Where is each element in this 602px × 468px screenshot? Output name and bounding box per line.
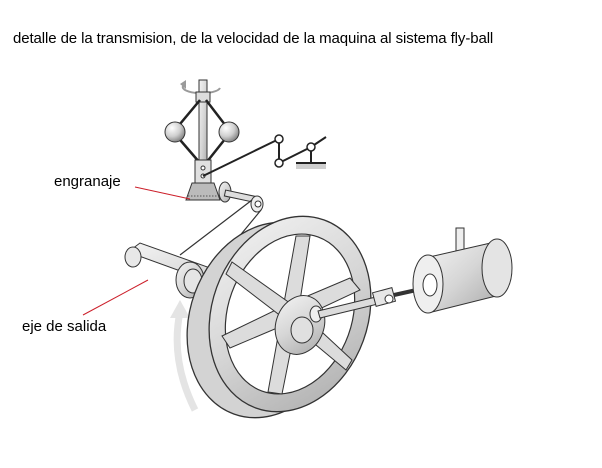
gear-leader-line xyxy=(134,186,191,200)
flyweight-ball-left xyxy=(164,121,186,143)
flyball-governor xyxy=(164,79,240,185)
flyweight-ball-right xyxy=(218,121,240,143)
steam-cylinder xyxy=(412,227,513,314)
flywheel xyxy=(186,215,372,419)
rotation-direction-icon xyxy=(173,311,199,412)
gear-label: engranaje xyxy=(54,173,121,190)
shaft-leader-line xyxy=(82,279,149,316)
connecting-rod xyxy=(317,285,431,319)
lever-linkage xyxy=(202,134,327,177)
bevel-gear xyxy=(185,181,264,213)
diagram-title: detalle de la transmision, de la velocid… xyxy=(13,30,494,47)
output-shaft-label: eje de salida xyxy=(22,318,107,335)
